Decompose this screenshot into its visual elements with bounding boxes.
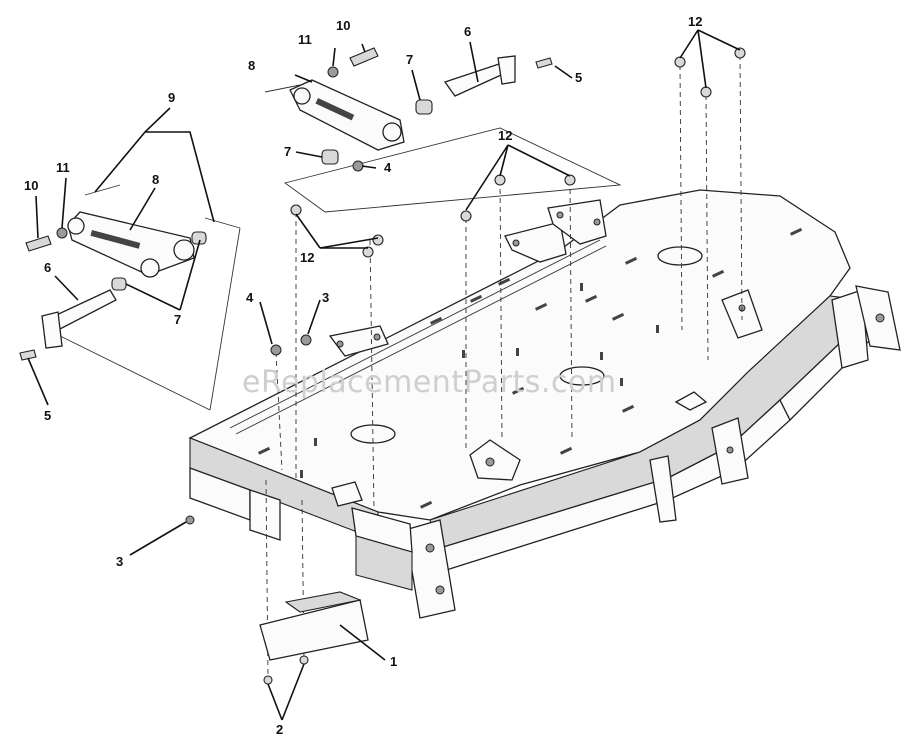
- callout-10-left: 10: [24, 178, 38, 193]
- callout-8-left: 8: [152, 172, 159, 187]
- front-shield-1: [259, 591, 369, 661]
- bolt-12-f: [564, 174, 576, 186]
- callout-labels: 9 8 11 10 6 7 5 7 4 12 12 12 10 11 8 6 7…: [24, 14, 702, 737]
- leader-lines: [27, 29, 741, 721]
- screw-2-b: [299, 655, 309, 665]
- callout-8-upper: 8: [248, 58, 255, 73]
- screw-5-left: [19, 349, 37, 361]
- callout-5-upper: 5: [575, 70, 582, 85]
- mower-deck: [188, 189, 901, 619]
- bolt-10-upper: [349, 47, 379, 67]
- callout-12-right: 12: [688, 14, 702, 29]
- callout-3-upper: 3: [322, 290, 329, 305]
- pulley-opening-right: [657, 246, 703, 266]
- bolt-12-e: [494, 174, 506, 186]
- screw-2-a: [263, 675, 273, 685]
- callout-12-left: 12: [300, 250, 314, 265]
- rail-bracket-5: [855, 285, 901, 351]
- lift-bracket-rear-a: [504, 221, 567, 263]
- lift-arm-assembly-upper: [289, 47, 553, 165]
- idler-bracket: [469, 439, 521, 481]
- callout-2: 2: [276, 722, 283, 737]
- front-mount-rail: [249, 489, 413, 591]
- nut-3-lower: [185, 515, 195, 525]
- callout-7-mid: 7: [284, 144, 291, 159]
- rail-bracket-4: [831, 289, 869, 369]
- nut-3-upper: [300, 334, 312, 346]
- callout-9: 9: [168, 90, 175, 105]
- callout-11-upper: 11: [298, 32, 312, 47]
- lift-arm-assembly-left: [19, 211, 207, 361]
- callout-6-left: 6: [44, 260, 51, 275]
- callout-1: 1: [390, 654, 397, 669]
- callout-11-left: 11: [56, 160, 70, 175]
- watermark: eReplacementParts.com: [242, 365, 617, 400]
- right-rear-bracket: [721, 289, 763, 339]
- bolt-12-g: [674, 56, 686, 68]
- rail-bracket-3: [711, 417, 749, 485]
- bolt-12-i: [734, 47, 746, 59]
- washer-11-upper: [327, 66, 339, 78]
- pulley-opening-left: [350, 424, 396, 444]
- callout-3-lower: 3: [116, 554, 123, 569]
- nut-4-left: [270, 344, 282, 356]
- callout-6-upper: 6: [464, 24, 471, 39]
- lift-bracket-rear-b: [547, 199, 607, 245]
- front-lug: [331, 481, 363, 507]
- nut-4-upper: [352, 160, 364, 172]
- callout-4-upper: 4: [384, 160, 392, 175]
- screw-5-upper: [535, 57, 553, 69]
- callout-4-left: 4: [246, 290, 254, 305]
- assembly-outlines: [49, 84, 622, 411]
- bolt-12-d: [460, 210, 472, 222]
- hardware: [185, 47, 746, 685]
- rail-bracket-1: [404, 519, 456, 619]
- bolt-10-left: [25, 235, 52, 252]
- spindle-guard: [674, 391, 708, 411]
- bolt-12-h: [700, 86, 712, 98]
- pulley-opening-center: [559, 366, 605, 386]
- rail-bracket-2: [649, 455, 677, 523]
- callout-12-center: 12: [498, 128, 512, 143]
- bushing-7-left: [111, 277, 127, 291]
- bolt-12-c: [372, 234, 384, 246]
- callout-7-upper: 7: [406, 52, 413, 67]
- bushing-7-upper: [415, 99, 433, 115]
- drop-lines: [265, 54, 743, 681]
- bushing-7-mid: [321, 149, 339, 165]
- callout-5-left: 5: [44, 408, 51, 423]
- lift-bracket-left: [328, 325, 389, 357]
- washer-11-left: [56, 227, 68, 239]
- bolt-12-b: [362, 246, 374, 258]
- bolt-12-a: [290, 204, 302, 216]
- callout-7-left: 7: [174, 312, 181, 327]
- callout-10-upper: 10: [336, 18, 350, 33]
